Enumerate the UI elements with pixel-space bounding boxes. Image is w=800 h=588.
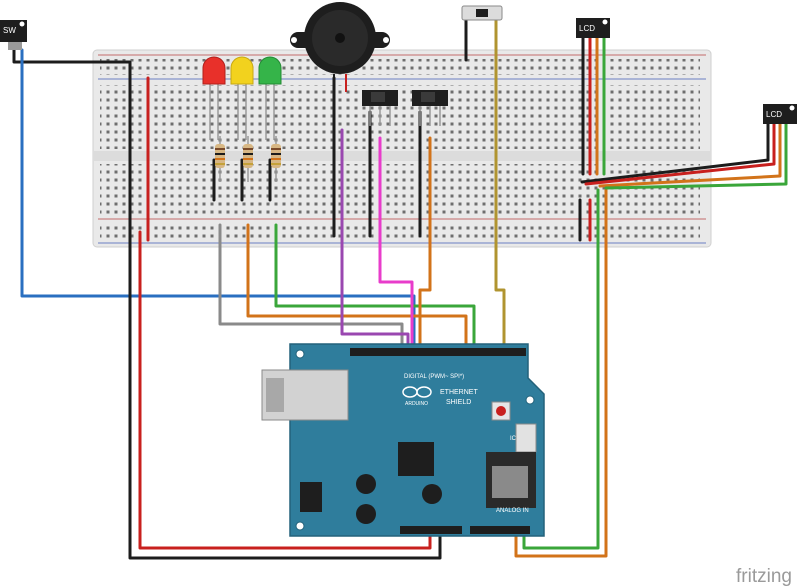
wire-magenta-switch-1: [378, 136, 414, 354]
piezo-buzzer: [290, 2, 390, 92]
wire-red-lcd-right: [584, 122, 776, 186]
analog-header-block: [470, 526, 530, 534]
capacitor-2: [356, 504, 376, 524]
capacitor-1: [356, 474, 376, 494]
led-green: [258, 56, 282, 140]
wire-orange-lcd-right: [598, 122, 782, 188]
lcd-top-label: LCD: [579, 24, 595, 33]
lcd-right-label: LCD: [766, 110, 782, 119]
shield-title-line1: ETHERNET: [440, 389, 478, 396]
slide-switch-2: [412, 90, 448, 126]
sw-label: SW: [3, 26, 16, 35]
shield-title-line2: SHIELD: [446, 399, 471, 406]
sw-module: SW: [0, 20, 27, 50]
arduino-ethernet-shield: DIGITAL (PWM~ SPI*) ARDUINO ETHERNET SHI…: [261, 343, 545, 537]
wire-orange-switch-2: [418, 136, 432, 354]
wire-orange-scl: [514, 188, 608, 558]
wire-black-gnd: [128, 230, 442, 560]
led-red: [202, 56, 226, 140]
breadboard: [92, 49, 712, 248]
led-yellow: [230, 56, 254, 140]
ethernet-controller-chip: [398, 442, 434, 476]
wire-blue-sw: [20, 48, 416, 354]
power-header-block: [400, 526, 462, 534]
wire-red-5v: [138, 230, 432, 550]
wire-green-lcd-right: [604, 122, 788, 190]
arduino-logo: ARDUINO: [402, 386, 432, 407]
lcd-module-right: LCD: [763, 104, 797, 124]
capacitor-3: [422, 484, 442, 504]
led-group: [202, 56, 282, 140]
icsp-header: [515, 423, 537, 453]
resistor-group: [215, 136, 281, 182]
wire-black-lcd-right: [580, 122, 770, 184]
wire-purple-buzzer: [340, 128, 410, 354]
wire-black-sw: [12, 48, 132, 242]
slide-switch-1: [362, 90, 398, 126]
analog-header-label: ANALOG IN: [496, 508, 529, 514]
wire-gray-led-red: [218, 223, 404, 354]
wire-green-led-green: [274, 223, 476, 354]
top-button-module: [461, 5, 503, 21]
digital-header-block: [350, 348, 526, 356]
resistor-3: [271, 136, 281, 182]
wire-orange-led-yellow: [246, 223, 468, 354]
lcd-module-top: LCD: [576, 18, 610, 38]
digital-header-label: DIGITAL (PWM~ SPI*): [404, 374, 464, 380]
fritzing-watermark: fritzing: [736, 566, 792, 587]
voltage-regulator: [300, 482, 322, 512]
resistor-2: [243, 136, 253, 182]
wire-olive-top-button: [494, 12, 506, 354]
brand-label: ARDUINO: [405, 401, 428, 407]
resistor-1: [215, 136, 225, 182]
wire-green-sda: [522, 188, 600, 550]
